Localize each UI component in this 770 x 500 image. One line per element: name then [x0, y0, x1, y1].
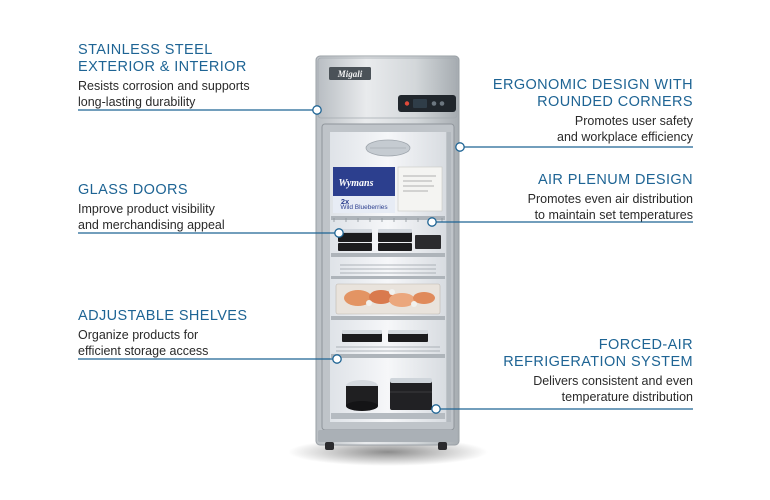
callout-title: AIR PLENUM DESIGN — [537, 172, 693, 188]
brand-logo: Migali — [337, 69, 363, 79]
callout-description: Promotes user safety and workplace effic… — [557, 114, 693, 144]
wire-shelf-4 — [336, 346, 440, 352]
bottom-containers — [346, 378, 432, 411]
controller-display — [413, 99, 427, 108]
caster-left — [325, 442, 334, 450]
controller-led — [404, 101, 410, 106]
marker-glass — [334, 228, 344, 238]
callout-description: Improve product visibility and merchandi… — [78, 202, 225, 232]
marker-ergonomic — [455, 142, 465, 152]
door-hinge-side — [447, 132, 451, 422]
seafood-tray — [335, 283, 441, 315]
caster-right — [438, 442, 447, 450]
marker-plenum — [427, 217, 437, 227]
package-label: Wild Blueberries — [340, 204, 388, 211]
package-brand: Wymans — [338, 178, 373, 189]
callout-title: ERGONOMIC DESIGN WITH ROUNDED CORNERS — [492, 77, 693, 110]
meal-containers-2 — [342, 330, 428, 342]
callout-stainless-steel: STAINLESS STEEL EXTERIOR & INTERIOR Resi… — [78, 42, 313, 110]
meal-containers-1 — [338, 229, 441, 251]
callout-glass-doors: GLASS DOORS Improve product visibility a… — [78, 182, 313, 233]
callout-description: Delivers consistent and even temperature… — [533, 374, 693, 404]
marker-forced — [431, 404, 441, 414]
marker-shelves — [332, 354, 342, 364]
callout-title: STAINLESS STEEL EXTERIOR & INTERIOR — [78, 42, 247, 75]
marker-stainless — [312, 105, 322, 115]
shelf-2 — [331, 253, 445, 257]
package-badge: 2x — [341, 197, 350, 206]
wire-shelf-2 — [340, 264, 436, 274]
callout-air-plenum: AIR PLENUM DESIGN Promotes even air dist… — [458, 172, 693, 223]
callout-title: GLASS DOORS — [78, 182, 188, 198]
callout-adjustable-shelves: ADJUSTABLE SHELVES Organize products for… — [78, 308, 313, 359]
shelf-3 — [331, 316, 445, 320]
floor-plate — [331, 413, 445, 419]
shelf-4 — [331, 354, 445, 358]
controller-button — [431, 101, 437, 106]
callout-ergonomic-design: ERGONOMIC DESIGN WITH ROUNDED CORNERS Pr… — [458, 77, 693, 145]
callout-title: ADJUSTABLE SHELVES — [78, 308, 248, 324]
callout-description: Resists corrosion and supports long-last… — [78, 79, 250, 109]
controller-button-2 — [439, 101, 445, 106]
callout-title: FORCED-AIR REFRIGERATION SYSTEM — [503, 337, 693, 370]
callout-forced-air: FORCED-AIR REFRIGERATION SYSTEM Delivers… — [458, 337, 693, 405]
callout-description: Organize products for efficient storage … — [78, 328, 209, 358]
callout-description: Promotes even air distribution to mainta… — [527, 192, 693, 222]
brand-plate — [329, 67, 371, 80]
product-carton — [397, 166, 443, 212]
fridge-base — [318, 430, 457, 442]
